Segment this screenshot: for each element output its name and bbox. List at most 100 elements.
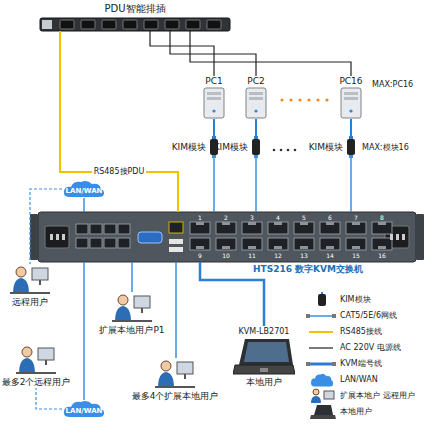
lan-port [90, 238, 102, 248]
connector [350, 119, 352, 136]
icon [16, 344, 56, 376]
usb-port [169, 239, 183, 244]
legend-text: 本地用户 [340, 407, 372, 417]
port-number: 16 [372, 252, 392, 259]
connector [255, 119, 257, 136]
dot [294, 149, 297, 152]
connector [170, 31, 256, 76]
rs485-port [169, 222, 183, 233]
head [118, 295, 128, 305]
port-latch [196, 222, 204, 225]
legend-sample [306, 388, 336, 404]
keyboard [310, 415, 336, 419]
pdu-outlet [207, 20, 221, 29]
dot [325, 98, 328, 101]
kim-module [252, 139, 260, 155]
power-led [349, 109, 352, 112]
legend-sample [306, 404, 336, 420]
legend-row: AC 220V 电源线 [306, 340, 434, 356]
dot [287, 149, 290, 152]
port-number: 14 [320, 252, 340, 259]
icon [346, 136, 356, 158]
line-sample [309, 315, 333, 317]
power-socket [45, 226, 69, 248]
port-number: 11 [242, 252, 262, 259]
pdu-label: PDU智能排插 [104, 2, 165, 15]
plug [332, 362, 336, 366]
console-node: KVM-LB2701本地用户 [228, 326, 300, 388]
kim-node: KIM模块 [172, 136, 219, 158]
port-number: 6 [320, 214, 340, 221]
icon [251, 136, 261, 158]
port-number: 4 [268, 214, 288, 221]
drive-bay [249, 92, 263, 95]
port-latch [378, 222, 386, 225]
port-latch [222, 246, 230, 249]
power-led [212, 109, 215, 112]
body [311, 396, 321, 403]
dot [316, 98, 319, 101]
line-sample [309, 331, 333, 333]
legend-row: CAT5/5E/6网线 [306, 308, 434, 324]
pdu-body [40, 18, 230, 31]
port-number: 3 [242, 214, 262, 221]
desk [10, 292, 50, 294]
rj45-port [190, 238, 210, 250]
port-latch [248, 222, 256, 225]
icon [340, 87, 362, 119]
lan-port [76, 238, 88, 248]
pdu-outlet [144, 20, 158, 29]
port-latch [300, 246, 308, 249]
rj45-port [190, 222, 210, 234]
port-latch [248, 246, 256, 249]
max-note: MAX:模块16 [362, 142, 409, 153]
port-latch [352, 222, 360, 225]
user-node: 最多2个远程用户 [2, 344, 70, 388]
kim-label: KIM模块 [309, 142, 343, 153]
rj45-port [346, 222, 366, 234]
port-number: 1 [190, 214, 210, 221]
monitor-stand [39, 280, 41, 285]
power-led [254, 109, 257, 112]
legend: KIM模块CAT5/5E/6网线RS485接线AC 220V 电源线KVM端号线… [306, 292, 434, 420]
head [313, 389, 319, 395]
port-number: 13 [294, 252, 314, 259]
connector [36, 388, 62, 409]
kim-module [318, 294, 326, 306]
port-number: 15 [346, 252, 366, 259]
legend-row: LAN/WAN [306, 372, 434, 388]
pc-node: PC2 [240, 76, 272, 119]
port-latch [326, 222, 334, 225]
rack-ear [416, 214, 424, 260]
rj45-port [346, 238, 366, 250]
port-grid [50, 222, 405, 250]
rj45-port [372, 222, 392, 234]
kim-plug [212, 155, 216, 158]
kim-plug [254, 155, 258, 158]
pdu-switch [42, 20, 52, 29]
pc-label: PC2 [247, 76, 264, 87]
keyboard [233, 365, 295, 374]
port-latch [378, 246, 386, 249]
dot [289, 98, 292, 101]
desk [155, 386, 195, 388]
pc-node: PC16 [335, 76, 367, 119]
pdu-outlet [102, 20, 116, 29]
kim-plug [349, 136, 353, 139]
rj45-port [242, 222, 262, 234]
power-pin [390, 234, 393, 240]
power-pin [62, 234, 65, 240]
touchpad [260, 368, 268, 372]
monitor [134, 296, 150, 308]
switch-body [30, 212, 424, 262]
legend-sample [306, 292, 336, 308]
cable [321, 292, 323, 294]
connector [213, 119, 215, 136]
legend-text: AC 220V 电源线 [340, 343, 401, 353]
legend-row: 本地用户 [306, 404, 434, 420]
monitor [38, 348, 54, 360]
legend-row: RS485接线 [306, 324, 434, 340]
icon [203, 87, 225, 119]
legend-text: LAN/WAN [340, 375, 378, 385]
monitor [324, 391, 334, 399]
